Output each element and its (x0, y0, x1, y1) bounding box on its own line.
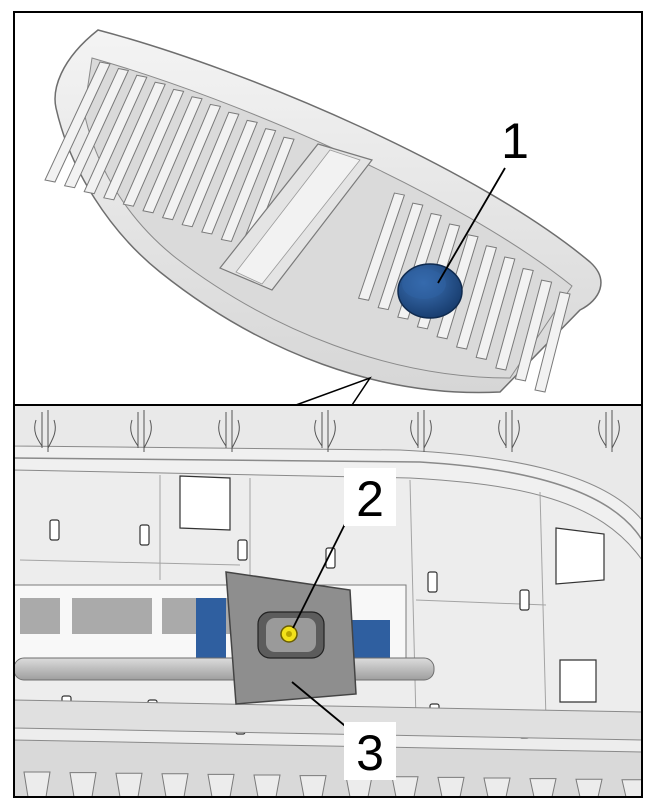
lower-tooth (253, 774, 281, 797)
grille-slat (455, 245, 498, 350)
grille-slat (475, 256, 516, 360)
lower-tooth (529, 778, 557, 797)
lower-tooth (575, 778, 603, 797)
grille-slat (63, 67, 130, 189)
lower-tooth (115, 772, 143, 797)
grille-slat (514, 279, 553, 382)
grille-slat (142, 96, 203, 214)
retaining-clip (410, 410, 432, 452)
lower-tooth (207, 773, 235, 797)
grille-slat (534, 291, 571, 393)
lower-tooth (391, 776, 419, 797)
panel-slot (519, 589, 530, 611)
grille-slat (377, 202, 424, 311)
callout-3: 3 (356, 725, 384, 781)
lower-teeth (23, 771, 642, 797)
retaining-clip (130, 410, 152, 452)
grille-slat (161, 103, 222, 221)
grille-slat (103, 81, 166, 201)
grille-slat (122, 88, 185, 207)
callout-2: 2 (356, 471, 384, 527)
lower-tooth (621, 779, 642, 797)
grille-slat (83, 74, 148, 195)
retaining-clips (34, 410, 620, 452)
panel-slot (139, 524, 150, 546)
grille-slat (201, 119, 258, 235)
grille-slat (44, 61, 111, 183)
retaining-clip (218, 410, 240, 452)
lower-tooth (161, 773, 189, 797)
retaining-clip (314, 410, 336, 452)
top-panel: 1 (14, 12, 642, 405)
lower-tooth (437, 776, 465, 797)
panel-slot (427, 571, 438, 593)
bottom-panel: 2 3 (14, 405, 642, 797)
lower-tooth (69, 772, 97, 797)
leader-line-1 (437, 167, 506, 284)
grille-slat (181, 111, 240, 228)
leader-line-3 (291, 681, 351, 731)
retaining-clip (498, 410, 520, 452)
retaining-clip (34, 410, 56, 452)
panel-slot (237, 539, 248, 561)
grille-slat (220, 128, 277, 243)
callout-1: 1 (501, 113, 529, 169)
grille-slat (357, 192, 406, 301)
lower-tooth (23, 771, 51, 797)
grille-slat (495, 267, 534, 371)
lower-tooth (483, 777, 511, 797)
retaining-clip (598, 410, 620, 452)
panel-slot (325, 547, 336, 569)
support-rod (14, 657, 435, 681)
leader-line-2 (292, 517, 349, 629)
panel-slot (49, 519, 60, 541)
lower-tooth (299, 775, 327, 797)
